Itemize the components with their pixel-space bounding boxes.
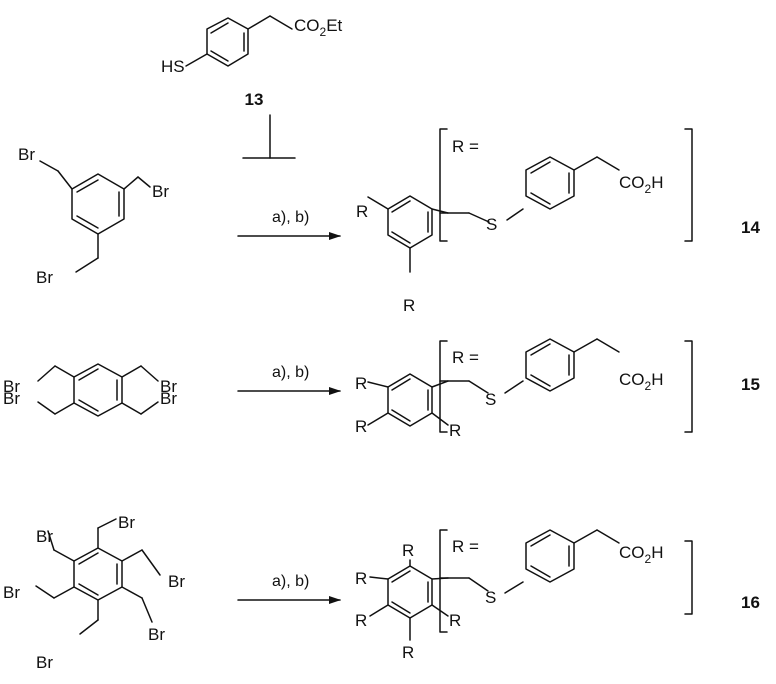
bracket-left	[439, 340, 448, 433]
product-14: R R R = S CO2H 14	[356, 128, 760, 315]
sm1-benzene-ring	[71, 173, 125, 235]
bracket-right	[684, 128, 693, 242]
r-substituent-label: R	[449, 421, 461, 440]
reaction-conditions-3: a), b)	[272, 573, 309, 590]
compound-number-13: 13	[245, 90, 264, 109]
bromine-label: Br	[118, 513, 135, 532]
bracket-right	[684, 540, 693, 615]
r-substituent-label: R	[402, 541, 414, 560]
bromine-label: Br	[148, 625, 165, 644]
reaction-conditions-1: a), b)	[272, 209, 309, 226]
p14-aryl-ring	[525, 156, 575, 210]
bracket-left	[439, 529, 448, 633]
r-definition-label: R =	[452, 137, 479, 156]
r-substituent-label: R	[355, 374, 367, 393]
bromine-label: Br	[36, 527, 53, 546]
bromine-label: Br	[36, 268, 53, 287]
starting-material-2: Br Br Br Br	[3, 363, 177, 417]
reagent-13: CO2Et HS 13	[161, 15, 343, 159]
bracket-right	[684, 340, 693, 433]
product-15: R R R R = S CO2H 15	[355, 338, 760, 440]
product-16: R R R R R R = S CO2H 16	[355, 529, 760, 662]
p14-core-ring	[387, 195, 433, 249]
compound-number-16: 16	[741, 593, 760, 612]
starting-material-1: Br Br Br	[18, 145, 169, 287]
bromine-label: Br	[152, 182, 169, 201]
sm3-benzene-ring	[73, 547, 123, 601]
sulfur-label: S	[485, 588, 496, 607]
r-substituent-label: R	[355, 569, 367, 588]
carboxylic-acid-label: CO2H	[619, 543, 663, 566]
r-substituent-label: R	[403, 296, 415, 315]
carboxylic-acid-label: CO2H	[619, 370, 663, 393]
reaction-conditions-2: a), b)	[272, 364, 309, 381]
sulfur-label: S	[486, 215, 497, 234]
r-definition-label: R =	[452, 537, 479, 556]
bromine-label: Br	[160, 377, 177, 396]
thiol-label: HS	[161, 57, 185, 76]
sulfur-label: S	[485, 390, 496, 409]
bromine-label: Br	[3, 583, 20, 602]
starting-material-3: Br Br Br Br Br Br	[3, 513, 185, 672]
bromine-label: Br	[168, 572, 185, 591]
bromine-label: Br	[36, 653, 53, 672]
r-substituent-label: R	[449, 611, 461, 630]
bromine-label: Br	[3, 377, 20, 396]
p16-aryl-ring	[525, 529, 575, 583]
p15-aryl-ring	[525, 338, 575, 392]
r-substituent-label: R	[356, 202, 368, 221]
ester-group-label: CO2Et	[294, 16, 343, 39]
sm2-benzene-ring	[73, 363, 123, 417]
compound-number-15: 15	[741, 375, 760, 394]
r-substituent-label: R	[355, 611, 367, 630]
r-substituent-label: R	[355, 417, 367, 436]
compound-number-14: 14	[741, 218, 760, 237]
bromine-label: Br	[160, 389, 177, 408]
reagent-benzene-ring	[206, 17, 249, 67]
carboxylic-acid-label: CO2H	[619, 173, 663, 196]
bracket-left	[439, 128, 448, 242]
r-definition-label: R =	[452, 348, 479, 367]
p15-core-ring	[387, 373, 433, 427]
bromine-label: Br	[3, 389, 20, 408]
r-substituent-label: R	[402, 643, 414, 662]
bromine-label: Br	[18, 145, 35, 164]
p16-core-ring	[387, 565, 433, 619]
